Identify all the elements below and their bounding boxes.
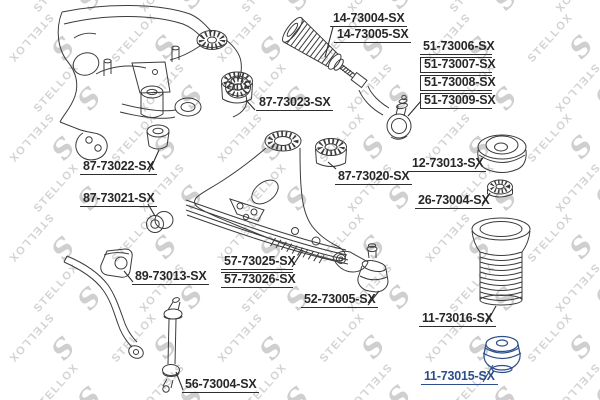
bearing-drawing xyxy=(487,179,513,198)
leader-upper-bushing xyxy=(245,99,256,111)
part-label-rear-bushing[interactable]: 87-73020-SX xyxy=(335,170,413,185)
stabilizer-bushing-drawing xyxy=(100,248,133,278)
part-label-tie-rod-end-4[interactable]: 51-73009-SX xyxy=(420,93,496,109)
leader-front-arm-bushing xyxy=(148,149,160,173)
part-label-bearing[interactable]: 26-73004-SX xyxy=(415,194,493,209)
leader-bump-stop xyxy=(482,364,494,383)
leader-dust-boot xyxy=(485,305,497,325)
small-bushing-drawing xyxy=(146,211,174,233)
leader-stab-link xyxy=(175,371,184,391)
part-label-front-arm-bushing[interactable]: 87-73022-SX xyxy=(80,160,158,175)
part-label-tie-rod-end-1[interactable]: 51-73006-SX xyxy=(420,40,495,55)
stabilizer-link-drawing xyxy=(162,297,183,393)
leader-rear-bushing xyxy=(327,161,337,170)
rear-bushing-drawing xyxy=(315,138,347,167)
part-label-control-arm-1[interactable]: 57-73025-SX xyxy=(221,255,296,270)
control-arm-drawing xyxy=(194,130,346,264)
part-label-boot-b[interactable]: 14-73005-SX xyxy=(334,28,412,43)
part-label-tie-rod-end-2[interactable]: 51-73007-SX xyxy=(420,57,496,73)
part-label-boot-a[interactable]: 14-73004-SX xyxy=(330,12,408,27)
leader-bearing xyxy=(481,192,491,207)
leader-tie-rod-end xyxy=(407,100,422,117)
part-label-bump-stop-selected[interactable]: 11-73015-SX xyxy=(421,370,498,385)
front-arm-bushing-drawing xyxy=(146,124,170,150)
tie-rod-end-drawing xyxy=(358,85,412,140)
leader-lines xyxy=(123,26,497,391)
dust-boot-drawing xyxy=(471,217,531,306)
leader-ball-joint xyxy=(367,290,380,306)
part-label-tie-rod-end-3[interactable]: 51-73008-SX xyxy=(420,75,496,91)
steering-boot-drawing xyxy=(282,16,368,89)
part-label-dust-boot[interactable]: 11-73016-SX xyxy=(419,312,496,327)
part-label-group-control-arm: 57-73025-SX 57-73026-SX xyxy=(221,255,296,288)
part-label-upper-bushing[interactable]: 87-73023-SX xyxy=(256,96,334,111)
part-label-small-bushing[interactable]: 87-73021-SX xyxy=(80,192,158,207)
part-label-ball-joint[interactable]: 52-73005-SX xyxy=(301,293,379,308)
bump-stop-drawing xyxy=(482,335,522,374)
part-label-stab-bushing[interactable]: 89-73013-SX xyxy=(132,270,210,285)
leader-strut-mount xyxy=(474,159,482,170)
stabilizer-bar-drawing xyxy=(63,255,144,359)
part-label-strut-mount[interactable]: 12-73013-SX xyxy=(409,157,487,172)
part-label-control-arm-2[interactable]: 57-73026-SX xyxy=(221,272,296,288)
leader-stab-bushing xyxy=(123,270,134,283)
leader-control-arm xyxy=(291,249,304,268)
ball-joint-drawing xyxy=(332,243,389,293)
part-label-stab-link[interactable]: 56-73004-SX xyxy=(182,378,260,393)
upper-bushing-drawing xyxy=(221,71,253,104)
part-label-group-tie-rod-end: 51-73006-SX 51-73007-SX 51-73008-SX 51-7… xyxy=(420,40,496,109)
leader-boot xyxy=(324,26,334,58)
